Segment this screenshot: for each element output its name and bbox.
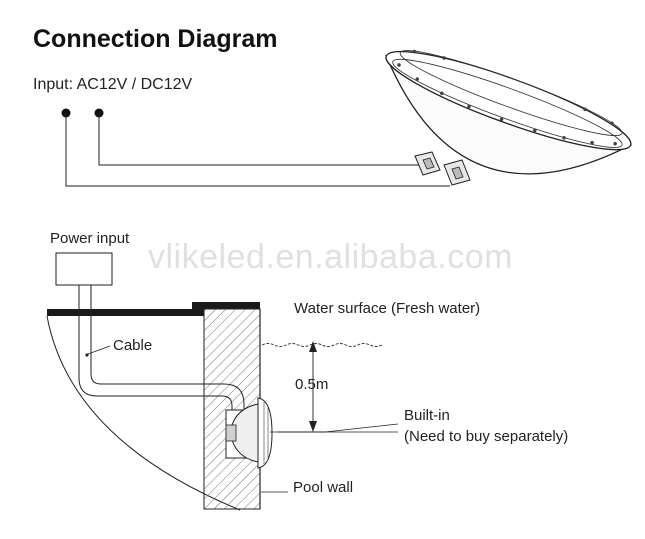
ground-outline <box>46 315 241 511</box>
pool-wall-label: Pool wall <box>293 479 354 496</box>
built-in-label: Built-in <box>404 407 450 424</box>
depth-label: 0.5m <box>295 376 329 393</box>
need-to-buy-label: (Need to buy separately) <box>404 428 569 445</box>
pool-light-fixture <box>385 49 633 175</box>
power-input-label: Power input <box>50 230 130 247</box>
power-input-box <box>55 252 113 286</box>
wire-2 <box>98 113 420 166</box>
pool-installation <box>46 252 399 511</box>
diagram-title: Connection Diagram <box>33 25 278 53</box>
ground-surface <box>47 309 204 316</box>
input-spec-label: Input: AC12V / DC12V <box>33 76 193 93</box>
watermark: vlikeled.en.alibaba.com <box>148 238 513 276</box>
cable-label: Cable <box>113 337 153 354</box>
wire-1 <box>65 113 450 187</box>
water-surface-label: Water surface (Fresh water) <box>294 300 481 317</box>
water-surface-line <box>261 343 383 347</box>
cable-glands <box>414 151 471 186</box>
built-in-label-group: Built-in (Need to buy separately) <box>404 405 568 447</box>
cable-conduit <box>78 285 245 418</box>
coping <box>192 302 260 309</box>
input-wiring <box>61 108 450 187</box>
